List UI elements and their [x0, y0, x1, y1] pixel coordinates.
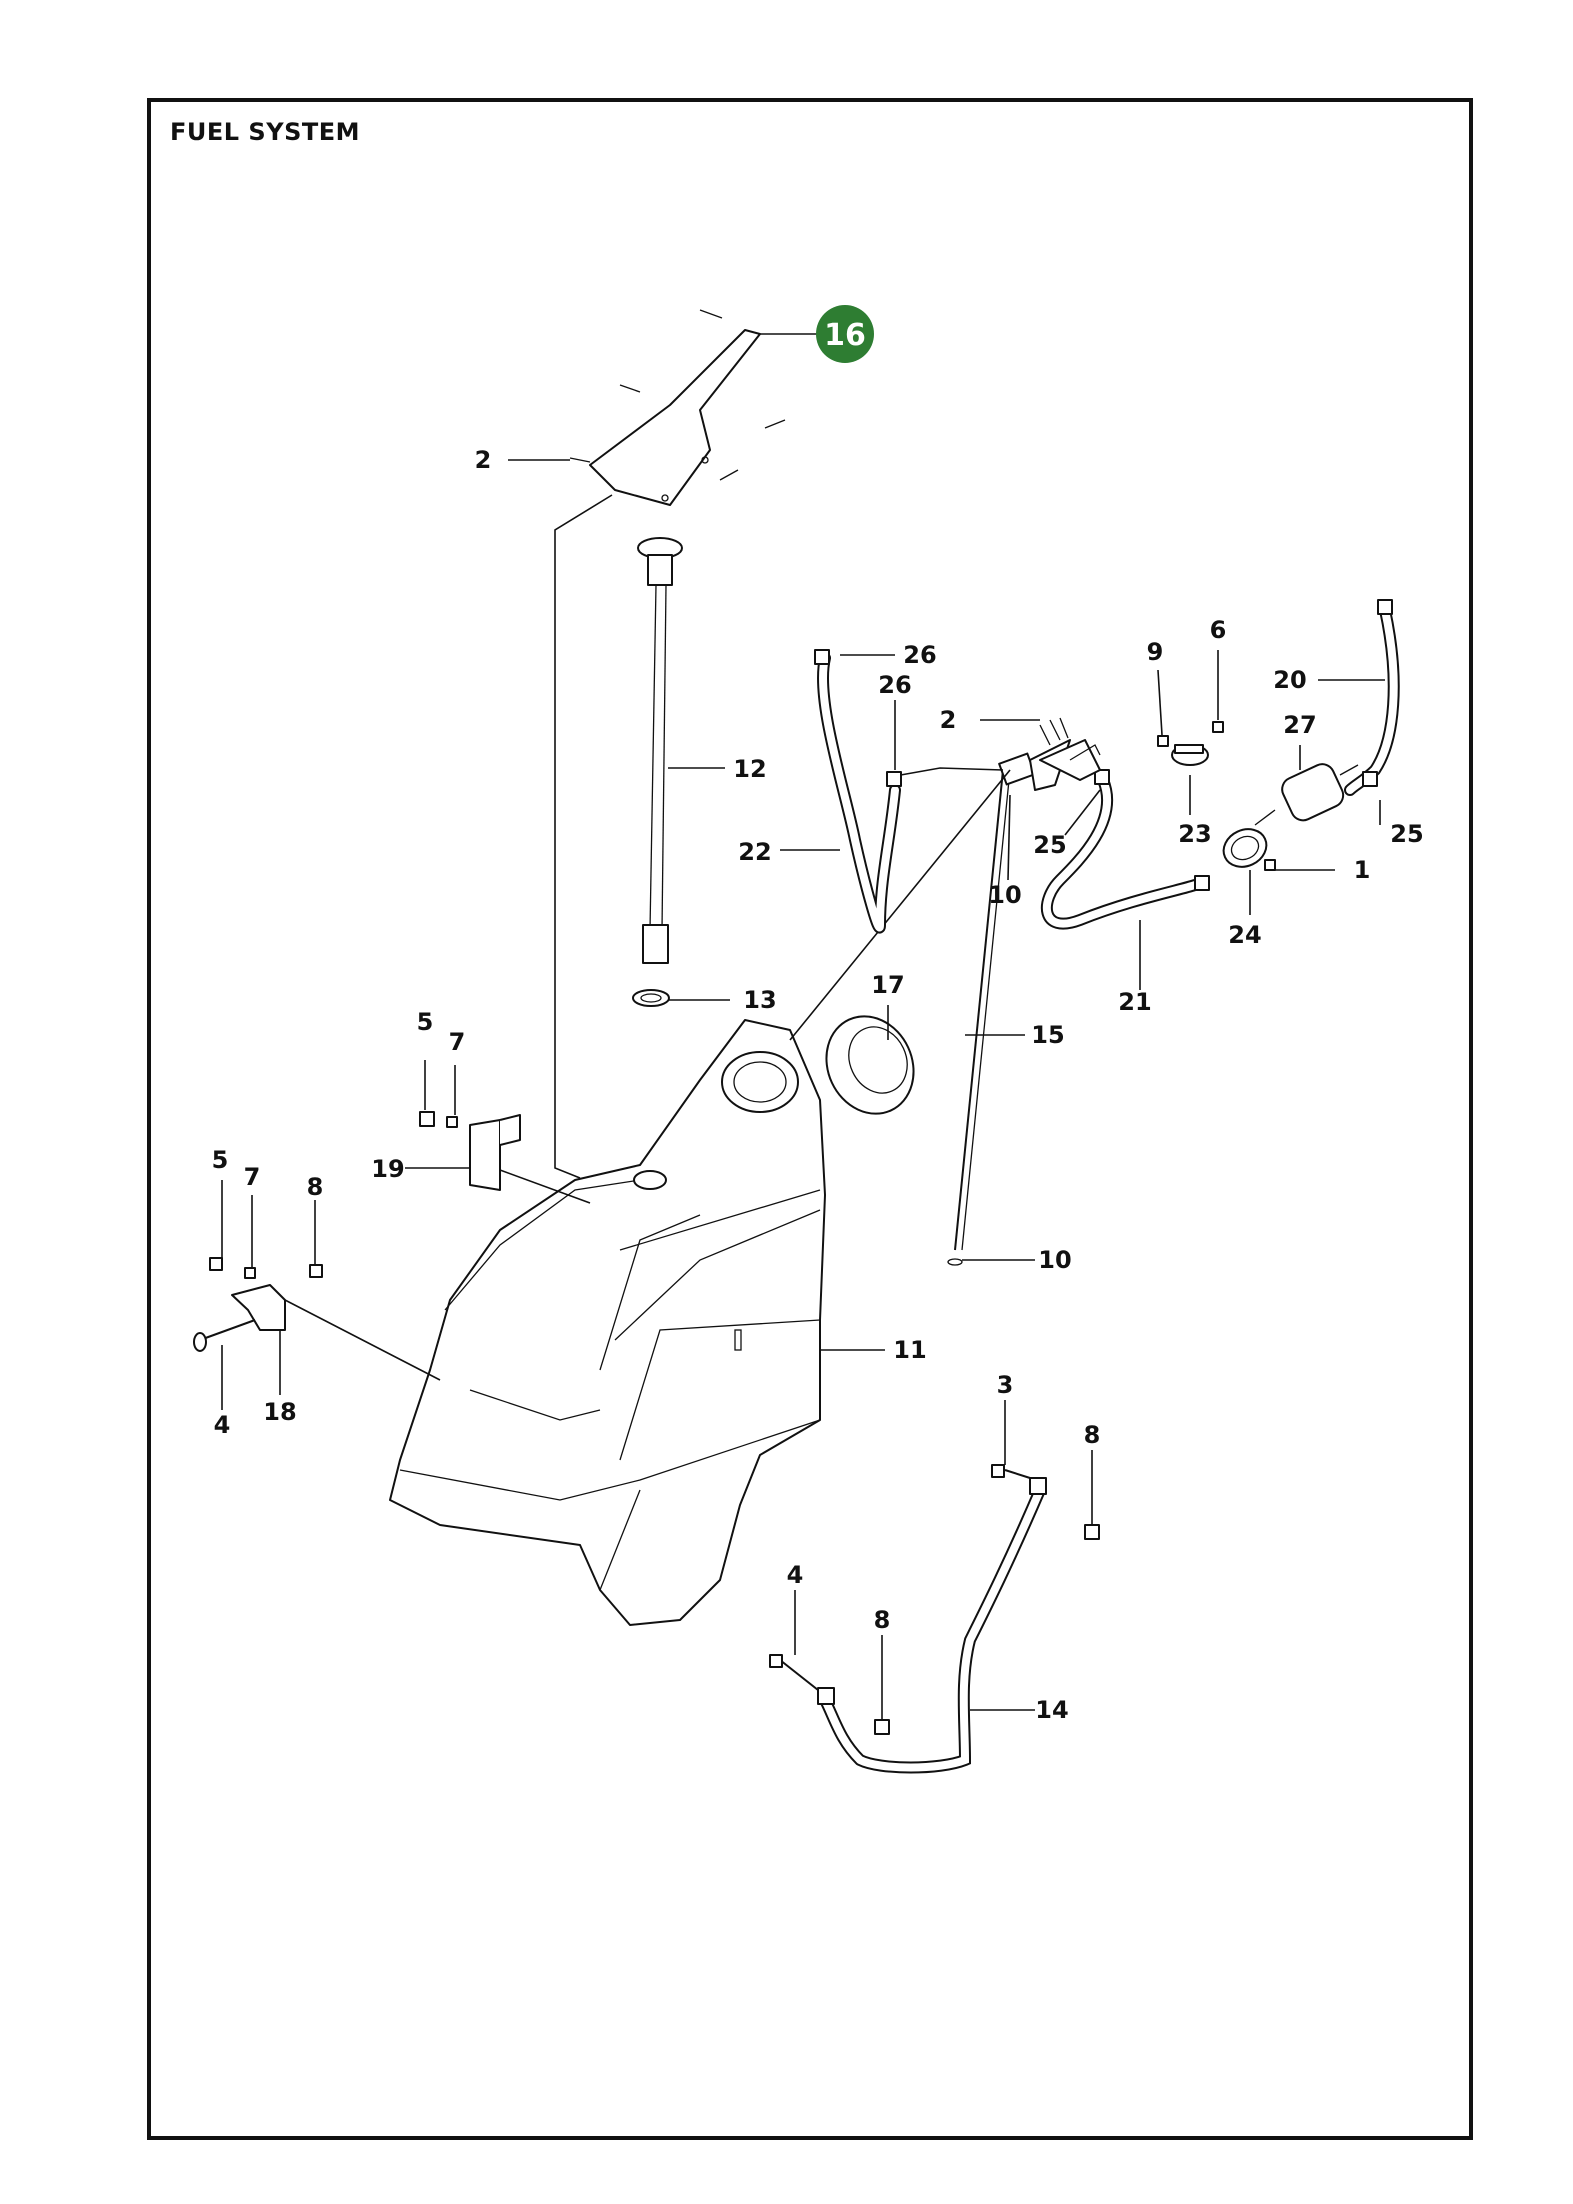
callout-3: 3 — [997, 1371, 1014, 1399]
filter-hose — [1344, 599, 1400, 796]
callout-19: 19 — [371, 1155, 404, 1183]
filter-clamp — [1222, 828, 1276, 871]
tank-strap — [817, 1477, 1047, 1774]
callout-10: 10 — [1038, 1246, 1071, 1274]
callout-7: 7 — [244, 1163, 261, 1191]
callout-18: 18 — [263, 1398, 296, 1426]
callout-2: 2 — [475, 446, 492, 474]
callout-22: 22 — [738, 838, 771, 866]
strap-hardware — [769, 1464, 1100, 1735]
callout-26: 26 — [903, 641, 936, 669]
callout-4: 4 — [214, 1411, 231, 1439]
callout-labels: 2 26 26 2 9 6 20 27 12 22 25 10 23 25 1 … — [212, 446, 1424, 1724]
vent-hose — [814, 649, 902, 934]
callout-1: 1 — [1354, 856, 1371, 884]
grommet-assembly — [1157, 721, 1224, 766]
callout-6: 6 — [1210, 616, 1227, 644]
callout-27: 27 — [1283, 711, 1316, 739]
callout-24: 24 — [1228, 921, 1261, 949]
fuel-cap — [825, 1015, 915, 1115]
callout-8: 8 — [307, 1173, 324, 1201]
callout-5: 5 — [212, 1146, 229, 1174]
vent-bracket — [1039, 717, 1101, 781]
callout-2: 2 — [940, 706, 957, 734]
heat-shield — [569, 309, 786, 506]
callout-25: 25 — [1033, 831, 1066, 859]
part-badge: 16 — [760, 305, 874, 363]
callout-17: 17 — [871, 971, 904, 999]
callout-12: 12 — [733, 755, 766, 783]
fuel-tank — [389, 1019, 826, 1626]
callout-11: 11 — [893, 1336, 926, 1364]
callout-26: 26 — [878, 671, 911, 699]
callout-leaders — [221, 459, 1385, 1720]
side-bracket — [193, 1257, 323, 1352]
fuel-hose — [1041, 769, 1210, 930]
badge-circle — [816, 305, 874, 363]
callout-8: 8 — [874, 1606, 891, 1634]
callout-5: 5 — [417, 1008, 434, 1036]
callout-21: 21 — [1118, 988, 1151, 1016]
tank-bracket — [419, 1111, 521, 1191]
callout-8: 8 — [1084, 1421, 1101, 1449]
callout-25: 25 — [1390, 820, 1423, 848]
callout-14: 14 — [1035, 1696, 1068, 1724]
page-title: FUEL SYSTEM — [170, 118, 361, 146]
callout-13: 13 — [743, 986, 776, 1014]
callout-7: 7 — [449, 1028, 466, 1056]
callout-4: 4 — [787, 1561, 804, 1589]
callout-15: 15 — [1031, 1021, 1064, 1049]
badge-number: 16 — [824, 318, 866, 353]
callout-20: 20 — [1273, 666, 1306, 694]
callout-9: 9 — [1147, 638, 1164, 666]
callout-23: 23 — [1178, 820, 1211, 848]
callout-10: 10 — [988, 881, 1021, 909]
fuel-filter — [1254, 763, 1359, 826]
diagram-frame — [147, 98, 1473, 2140]
fuel-gauge-sender — [632, 537, 683, 1007]
